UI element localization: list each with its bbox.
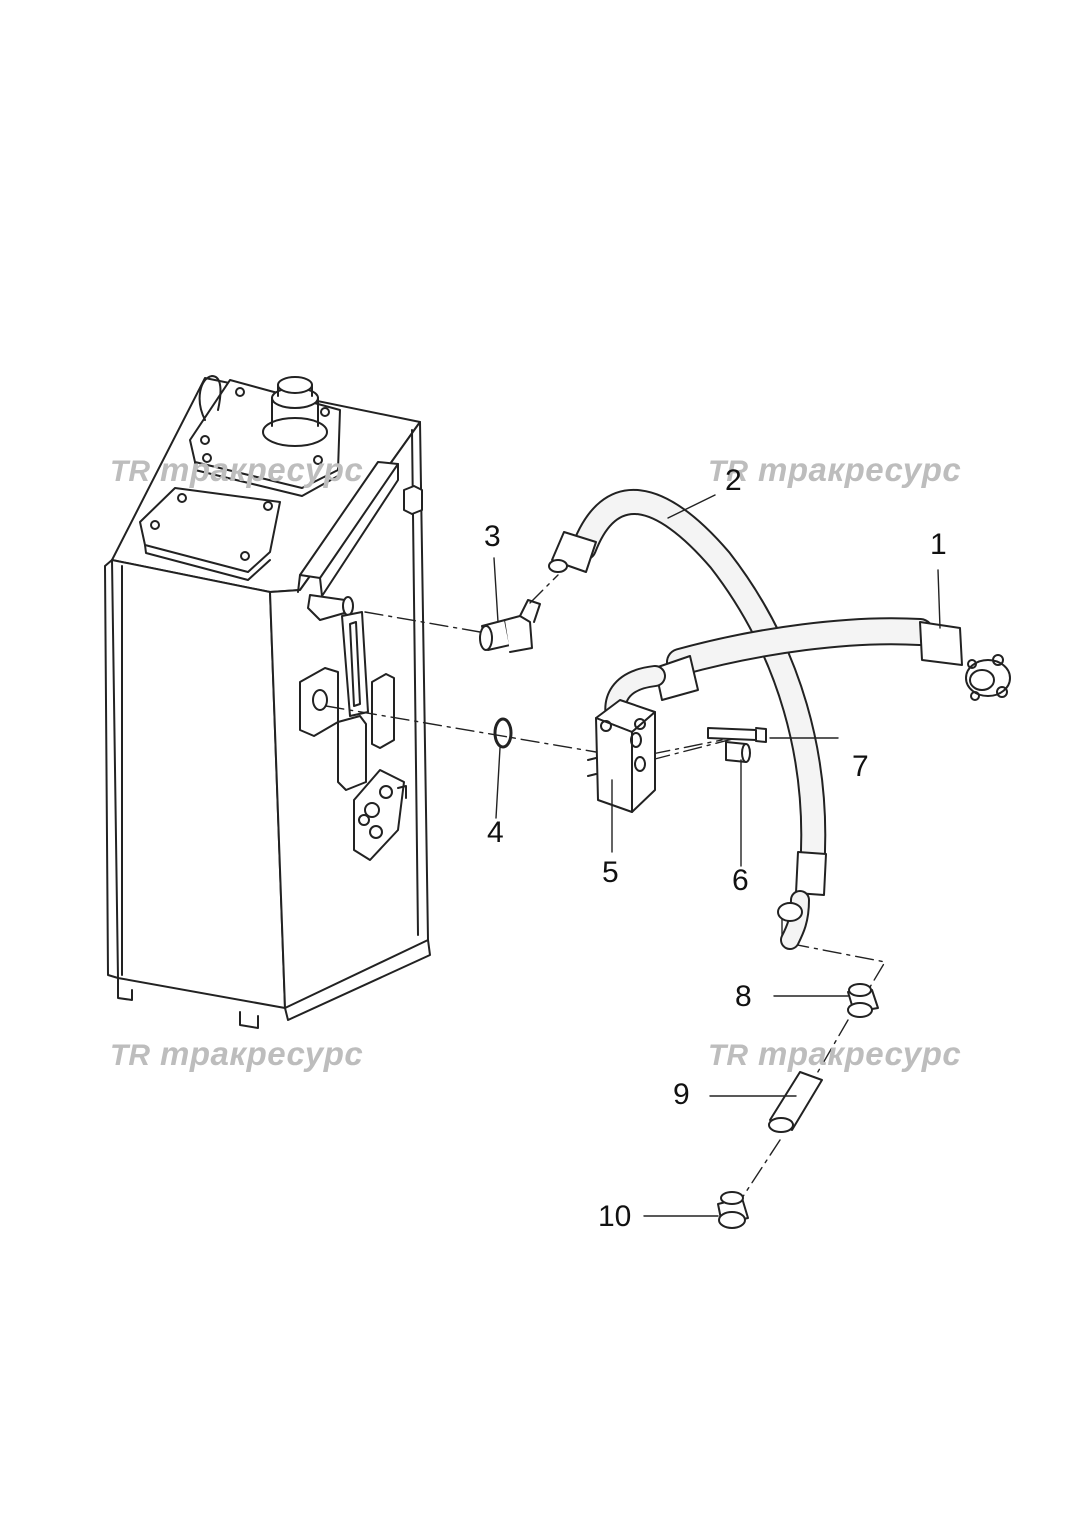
tr-logo-icon: TR: [110, 455, 150, 487]
part-10-nipple: [717, 1191, 749, 1229]
watermark-text: тракресурс: [160, 1035, 364, 1072]
part-8-adapter: [847, 983, 879, 1018]
callout-2: 2: [725, 464, 742, 497]
tr-logo-icon: TR: [110, 1039, 150, 1071]
callout-7: 7: [852, 750, 869, 783]
part-4-o-ring: [493, 717, 513, 749]
alignment-lines: [325, 574, 886, 1199]
watermark: TR тракресурс: [108, 450, 363, 490]
callout-3: 3: [484, 520, 501, 553]
watermark: TR тракресурс: [706, 450, 961, 490]
leader-lines: [493, 494, 941, 1217]
part-1-hose: [604, 617, 1011, 735]
part-2-hose: [548, 488, 827, 950]
svg-text:TR: TR: [708, 1039, 748, 1071]
watermark-text: тракресурс: [758, 1035, 962, 1072]
callout-5: 5: [602, 856, 619, 889]
svg-text:TR: TR: [708, 455, 748, 487]
watermark-text: тракресурс: [160, 451, 364, 488]
watermark: TR тракресурс: [706, 1034, 961, 1074]
hydraulic-tank: [104, 375, 431, 1029]
svg-text:TR: TR: [110, 455, 150, 487]
part-5-valve-block: [587, 699, 656, 813]
callout-6: 6: [732, 864, 749, 897]
part-9-coupler: [768, 1071, 823, 1133]
callout-10: 10: [598, 1200, 632, 1233]
watermark-text: тракресурс: [758, 451, 962, 488]
part-7-bolt: [707, 727, 767, 743]
part-3-elbow-fitting: [479, 599, 541, 653]
callout-4: 4: [487, 816, 504, 849]
part-6-plug: [725, 741, 751, 763]
svg-text:TR: TR: [110, 1039, 150, 1071]
watermark: TR тракресурс: [108, 1034, 363, 1074]
callout-1: 1: [930, 528, 947, 561]
callout-8: 8: [735, 980, 752, 1013]
tr-logo-icon: TR: [708, 1039, 748, 1071]
callout-9: 9: [673, 1078, 690, 1111]
tr-logo-icon: TR: [708, 455, 748, 487]
